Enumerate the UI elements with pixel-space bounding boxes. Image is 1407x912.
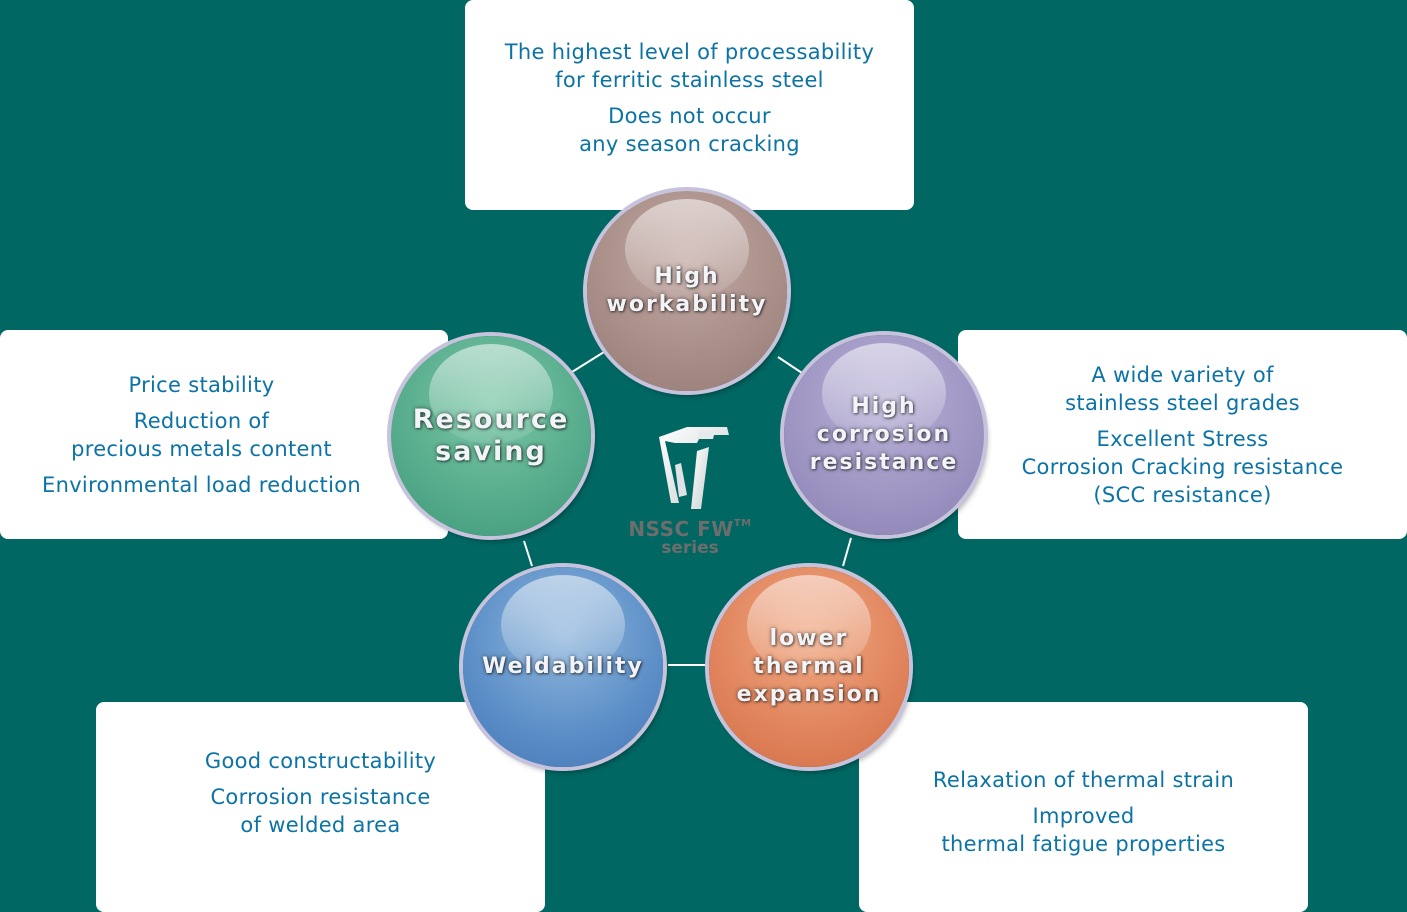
- workability-point: Does not occur any season cracking: [579, 104, 800, 156]
- resource-point: Reduction of precious metals content: [71, 408, 332, 461]
- connector-line: [523, 540, 533, 567]
- resource-point: Price stability: [128, 372, 275, 397]
- thermal-description-box: Relaxation of thermal strain Improved th…: [859, 702, 1308, 912]
- thermal-label: lower thermal expansion: [736, 626, 882, 707]
- connector-line: [571, 351, 605, 373]
- logo-brand: NSSC FWTM: [628, 517, 752, 541]
- weld-sphere: Weldability: [463, 567, 663, 767]
- connector-line: [842, 537, 852, 567]
- resource-label: Resource saving: [412, 404, 570, 467]
- corrosion-sphere: High corrosion resistance: [784, 335, 984, 535]
- logo-series: series: [661, 538, 719, 558]
- weld-point: Corrosion resistance of welded area: [210, 785, 431, 837]
- nssc-fw-logo: NSSC FWTM series: [615, 425, 765, 565]
- corrosion-description-box: A wide variety of stainless steel grades…: [958, 330, 1407, 539]
- thermal-point: Relaxation of thermal strain: [932, 768, 1235, 792]
- weld-description-box: Good constructability Corrosion resistan…: [96, 702, 545, 912]
- corrosion-point: A wide variety of stainless steel grades: [1065, 362, 1300, 415]
- trademark: TM: [733, 518, 752, 529]
- thermal-sphere: lower thermal expansion: [709, 567, 909, 767]
- resource-description-box: Price stability Reduction of precious me…: [0, 330, 448, 539]
- corrosion-point: Excellent Stress Corrosion Cracking resi…: [1021, 426, 1344, 507]
- resource-point: Environmental load reduction: [42, 472, 361, 497]
- weld-label: Weldability: [482, 654, 644, 679]
- connector-line: [777, 356, 803, 374]
- workability-sphere: High workability: [587, 191, 787, 391]
- workability-label: High workability: [606, 264, 768, 317]
- thermal-point: Improved thermal fatigue properties: [941, 804, 1226, 856]
- workability-description-box: The highest level of processability for …: [465, 0, 914, 210]
- resource-sphere: Resource saving: [391, 336, 591, 536]
- fw-logo-icon: [659, 427, 729, 509]
- corrosion-label: High corrosion resistance: [809, 394, 959, 475]
- weld-point: Good constructability: [204, 749, 437, 773]
- workability-point: The highest level of processability for …: [504, 40, 875, 92]
